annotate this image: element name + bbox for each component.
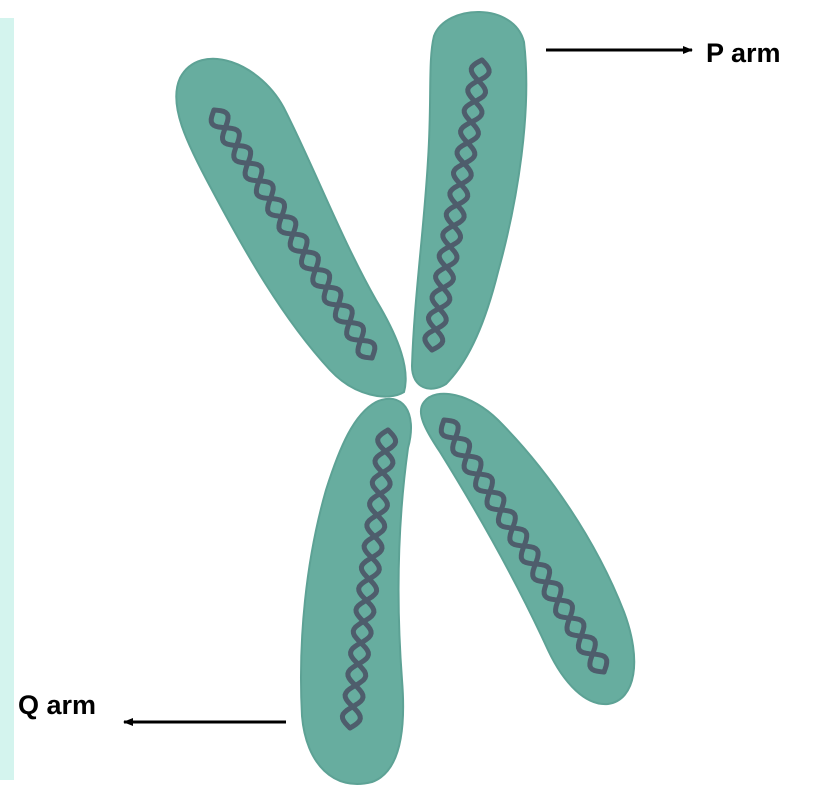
- chromatid-upper-left: [176, 59, 405, 397]
- chromosome: [176, 12, 634, 784]
- q-arm-label: Q arm: [18, 690, 96, 721]
- p-arm-label: P arm: [706, 38, 781, 69]
